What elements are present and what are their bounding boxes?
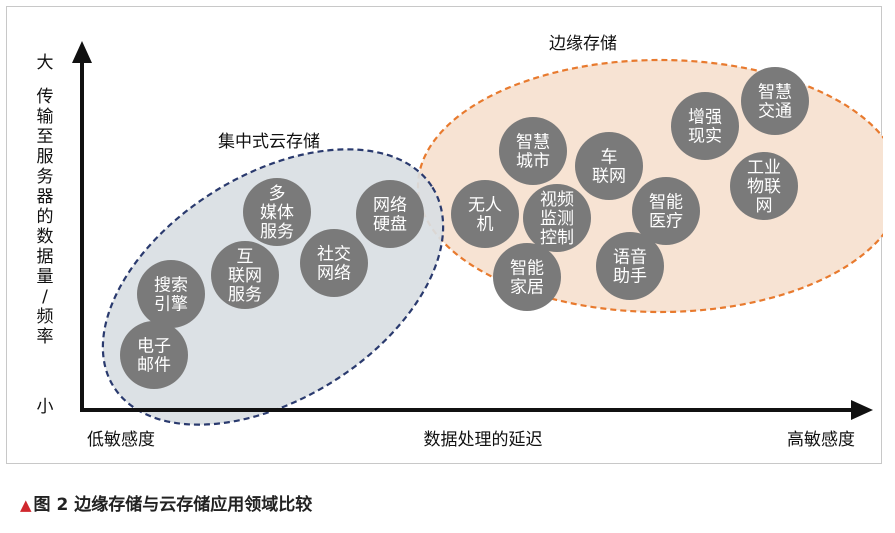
- y-axis-label-char: 的: [37, 207, 54, 227]
- y-axis-label-char: 数: [37, 227, 54, 247]
- app-node-circle: [632, 177, 700, 245]
- app-node-circle: [741, 67, 809, 135]
- app-node-label: 媒体: [260, 203, 294, 223]
- y-axis-label-char: 率: [37, 327, 54, 347]
- app-node-label: 网络: [373, 196, 407, 216]
- app-node-circle: [137, 260, 205, 328]
- app-node-label: 监测: [540, 209, 574, 229]
- app-node-circle: [575, 132, 643, 200]
- y-axis-bottom-label: 小: [37, 397, 54, 417]
- x-axis-left-label: 低敏感度: [87, 430, 155, 450]
- app-node-circle: [211, 241, 279, 309]
- diagram: 集中式云存储 边缘存储 电子邮件搜索引擎互联网服务多媒体服务社交网络网络硬盘无人…: [37, 34, 883, 450]
- app-node-label: 工业: [747, 158, 781, 178]
- y-axis-label-char: 量: [37, 267, 54, 287]
- central-cloud-label: 集中式云存储: [218, 132, 320, 152]
- app-node-label: 智慧: [516, 133, 550, 153]
- app-node-label: 物联: [747, 177, 781, 197]
- y-axis-label-char: 至: [37, 127, 54, 147]
- y-axis-label-char: 器: [37, 187, 54, 207]
- app-node-label: 视频: [540, 190, 574, 210]
- y-axis-label-char: 服: [37, 147, 54, 167]
- app-node-label: 智慧: [758, 83, 792, 103]
- app-node-label: 现实: [688, 127, 722, 147]
- app-node-label: 多: [269, 184, 286, 204]
- app-node-label: 电子: [137, 337, 171, 357]
- figure-frame: 集中式云存储 边缘存储 电子邮件搜索引擎互联网服务多媒体服务社交网络网络硬盘无人…: [6, 6, 883, 464]
- app-node-label: 城市: [516, 152, 550, 172]
- app-node-label: 智能: [649, 193, 683, 213]
- app-node-label: 语音: [613, 248, 647, 268]
- app-node-circle: [499, 117, 567, 185]
- app-node-label: 医疗: [649, 212, 683, 232]
- app-node-iov: 车联网: [575, 132, 643, 200]
- app-node-circle: [120, 321, 188, 389]
- app-node-label: 家居: [510, 278, 544, 298]
- y-axis-label-char: /: [42, 287, 48, 307]
- caption-marker-icon: ▲: [20, 496, 32, 514]
- app-node-circle: [671, 92, 739, 160]
- app-node-drone: 无人机: [451, 180, 519, 248]
- app-node-label: 助手: [613, 267, 647, 287]
- app-node-label: 车: [601, 148, 618, 168]
- app-node-label: 邮件: [137, 356, 171, 376]
- edge-storage-label: 边缘存储: [549, 34, 617, 54]
- app-node-label: 社交: [317, 245, 351, 265]
- app-node-circle: [523, 184, 591, 252]
- app-node-circle: [356, 180, 424, 248]
- app-node-label: 联网: [592, 167, 626, 187]
- x-axis-arrow: [851, 400, 873, 420]
- y-axis-top-label: 大: [37, 53, 54, 73]
- y-axis-label-char: 输: [37, 107, 54, 127]
- app-node-label: 服务: [260, 222, 294, 242]
- figure-caption: ▲图 2 边缘存储与云存储应用领域比较: [20, 490, 312, 515]
- app-node-label: 增强: [688, 108, 722, 128]
- y-axis-label-char: 传: [37, 87, 54, 107]
- app-node-circle: [596, 232, 664, 300]
- x-axis-label: 数据处理的延迟: [424, 430, 543, 450]
- app-node-label: 引擎: [154, 295, 188, 315]
- y-axis-label-char: 务: [37, 167, 54, 187]
- app-node-label: 控制: [540, 228, 574, 248]
- app-node-circle: [451, 180, 519, 248]
- app-node-label: 搜索: [154, 276, 188, 296]
- app-node-label: 机: [477, 215, 494, 235]
- app-node-label: 互: [237, 247, 254, 267]
- app-node-circle: [300, 229, 368, 297]
- app-node-label: 交通: [758, 102, 792, 122]
- app-node-label: 联网: [228, 266, 262, 286]
- app-node-label: 网络: [317, 264, 351, 284]
- caption-text: 图 2 边缘存储与云存储应用领域比较: [33, 495, 313, 515]
- app-node-circle: [243, 178, 311, 246]
- x-axis-right-label: 高敏感度: [787, 430, 855, 450]
- app-node-label: 智能: [510, 259, 544, 279]
- app-node-label: 网: [756, 196, 773, 216]
- app-node-label: 服务: [228, 285, 262, 305]
- y-axis-label-char: 频: [37, 307, 54, 327]
- app-node-circle: [493, 243, 561, 311]
- app-node-circle: [730, 152, 798, 220]
- app-node-label: 硬盘: [373, 215, 407, 235]
- circles-layer: 电子邮件搜索引擎互联网服务多媒体服务社交网络网络硬盘无人机智慧城市视频监测控制智…: [120, 67, 809, 389]
- y-axis-arrow: [72, 41, 92, 63]
- y-axis-label-char: 据: [37, 247, 54, 267]
- app-node-label: 无人: [468, 196, 502, 216]
